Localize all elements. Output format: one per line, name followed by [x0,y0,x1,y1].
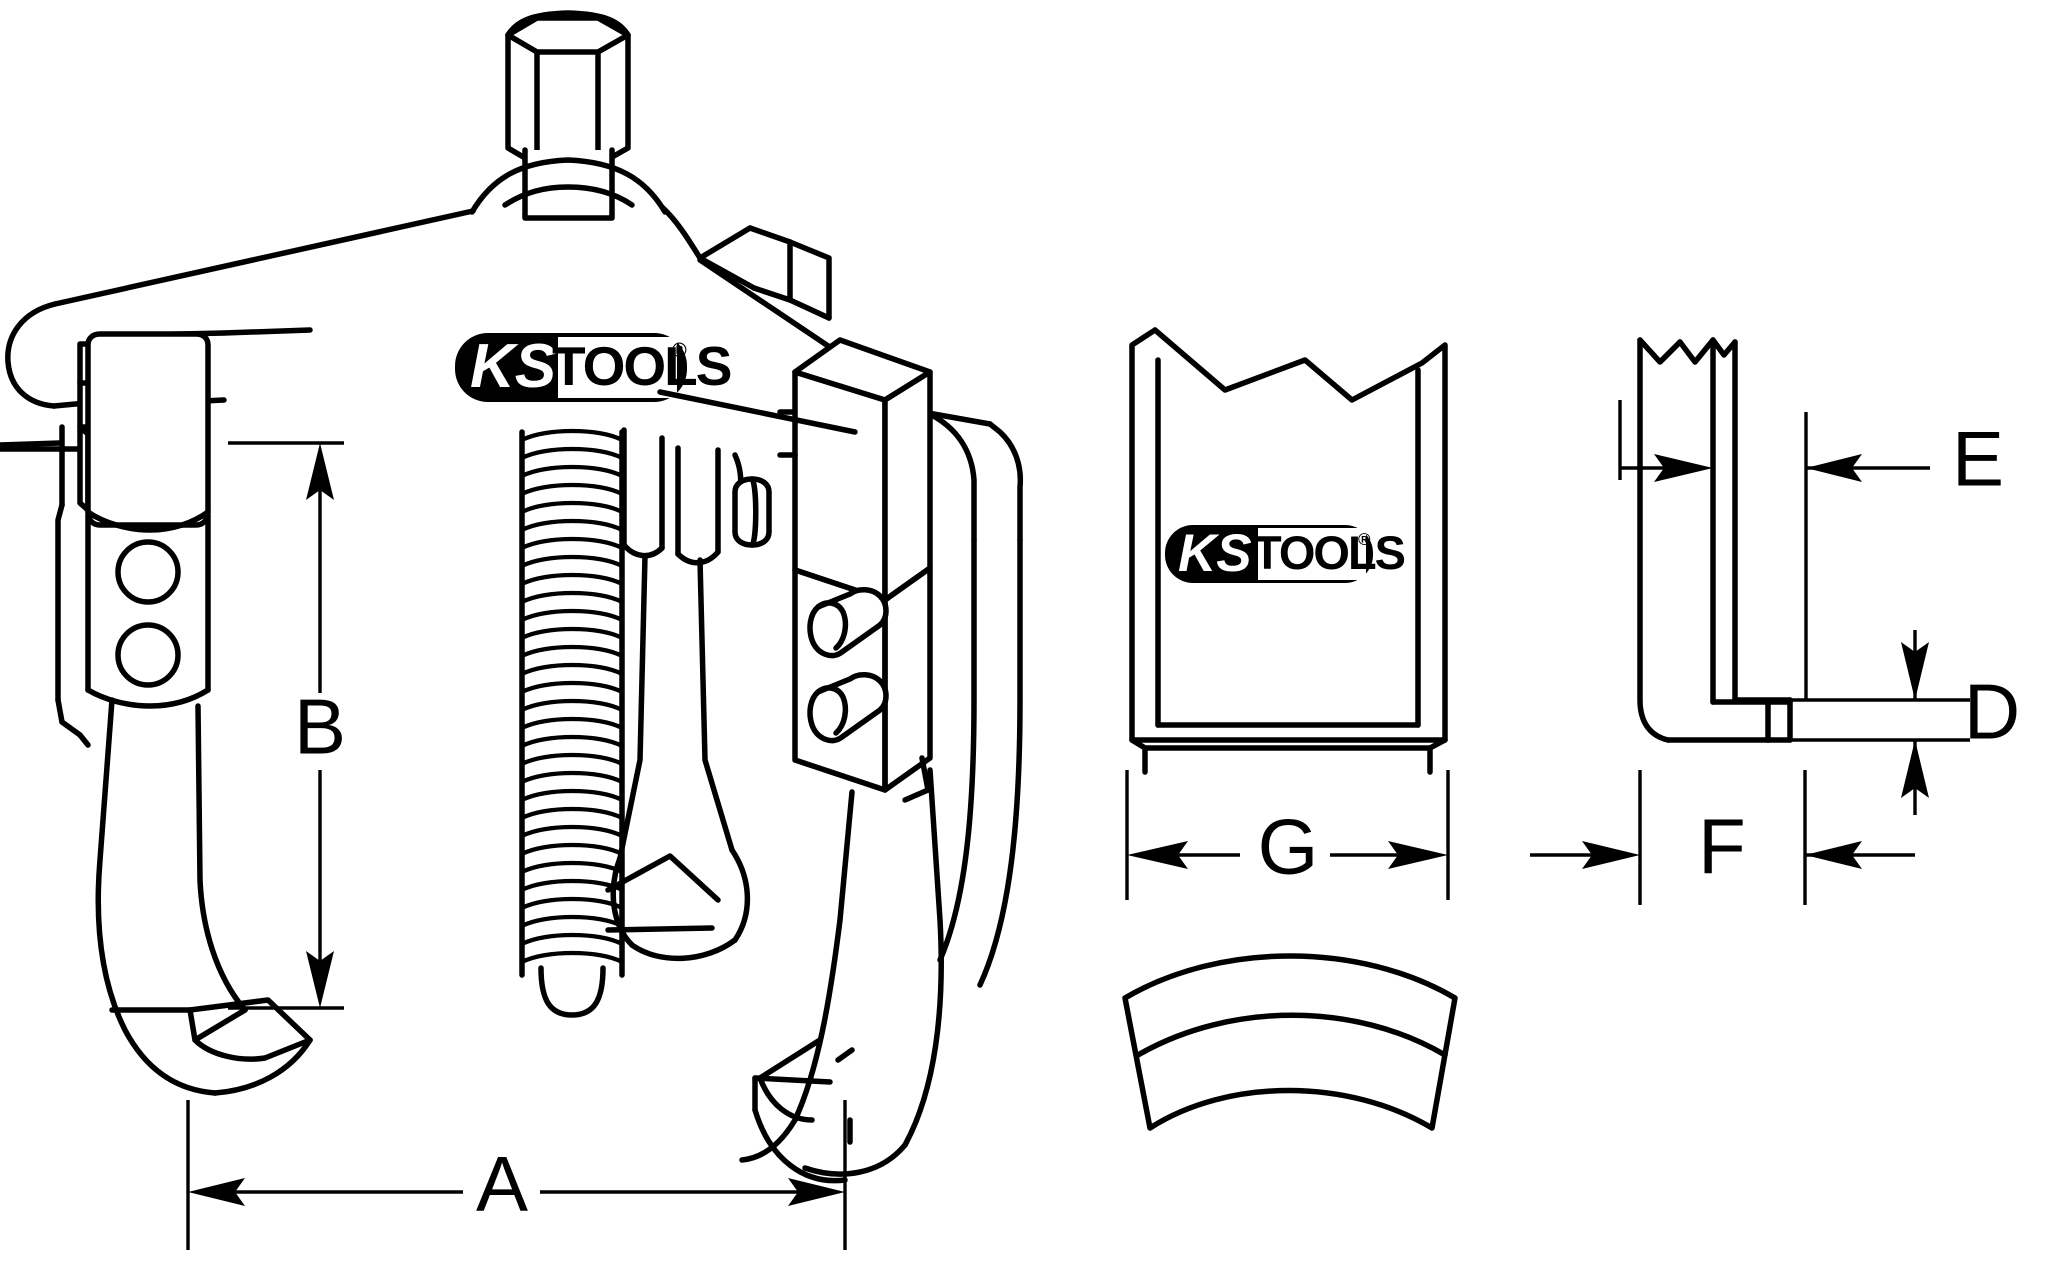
dimension-label-E: E [1952,415,2004,503]
threaded-spindle [519,428,625,1018]
spindle-collar [522,147,615,221]
dimension-F: F [1530,770,1915,905]
dimension-A: A [186,1100,847,1250]
curved-pad-view [1122,953,1458,1131]
dimension-label-A: A [476,1140,528,1228]
left-leg-assembly [55,331,313,1096]
hex-nut [505,10,631,168]
dimension-D: D [1790,630,2020,815]
dimension-label-B: B [294,683,346,771]
dimension-label-G: G [1258,803,1319,891]
logo-ks-text: KS [470,332,556,401]
dimension-B: B [228,441,346,1010]
jaw-front-view: KS TOOLS ® [1129,327,1448,775]
brand-logo-main: KS TOOLS ® [455,332,733,402]
dimension-label-F: F [1698,803,1746,891]
brand-logo-jaw: KS TOOLS ® [1165,524,1407,583]
body-parting-lines [0,389,858,448]
dimension-E: E [1618,400,2004,700]
rear-right-hook [937,537,1023,988]
dimension-G: G [1125,770,1450,900]
logo-registered-mark: ® [672,340,687,362]
center-rear-leg [605,427,772,962]
jaw-side-view [1637,337,1793,743]
logo-tools-text: TOOLS [552,335,731,397]
dimension-label-D: D [1964,668,2020,756]
logo-registered-mark-jaw: ® [1358,530,1371,549]
logo-ks-text-jaw: KS [1178,524,1252,583]
right-leg-assembly [739,337,944,1184]
logo-tools-text-jaw: TOOLS [1253,526,1405,579]
main-assembly-view: KS TOOLS ® [0,10,1024,1184]
